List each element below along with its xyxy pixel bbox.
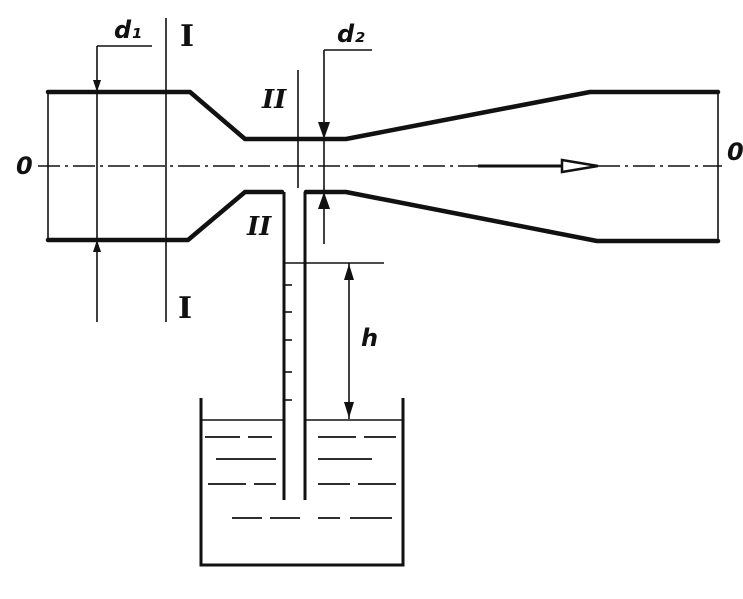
reservoir-vessel	[199, 398, 405, 567]
d1-arrow-top	[93, 80, 101, 92]
h-arrow-bottom	[344, 402, 354, 418]
d1-arrow-bottom	[93, 240, 101, 252]
label-section-I-top: I	[180, 19, 194, 54]
label-height: h	[361, 324, 378, 352]
label-d2: d₂	[337, 20, 365, 48]
pipe-lower-wall-right	[303, 189, 721, 244]
label-d1: d₁	[114, 16, 142, 44]
label-axis-right: 0	[727, 138, 743, 166]
h-arrow-top	[344, 264, 354, 280]
d2-arrow-bottom	[318, 192, 330, 209]
label-section-I-bottom: I	[178, 291, 192, 326]
pipe-lower-wall-left	[45, 189, 285, 243]
flow-arrow-head	[560, 158, 599, 174]
pipe-upper-wall	[45, 89, 721, 142]
label-section-II-top: II	[261, 85, 287, 115]
d2-arrow-top	[318, 122, 330, 139]
label-axis-left: 0	[16, 152, 33, 180]
reservoir-liquid-dashes	[205, 436, 396, 519]
label-section-II-bottom: II	[246, 212, 272, 242]
tube-liquid-marks	[284, 284, 292, 401]
